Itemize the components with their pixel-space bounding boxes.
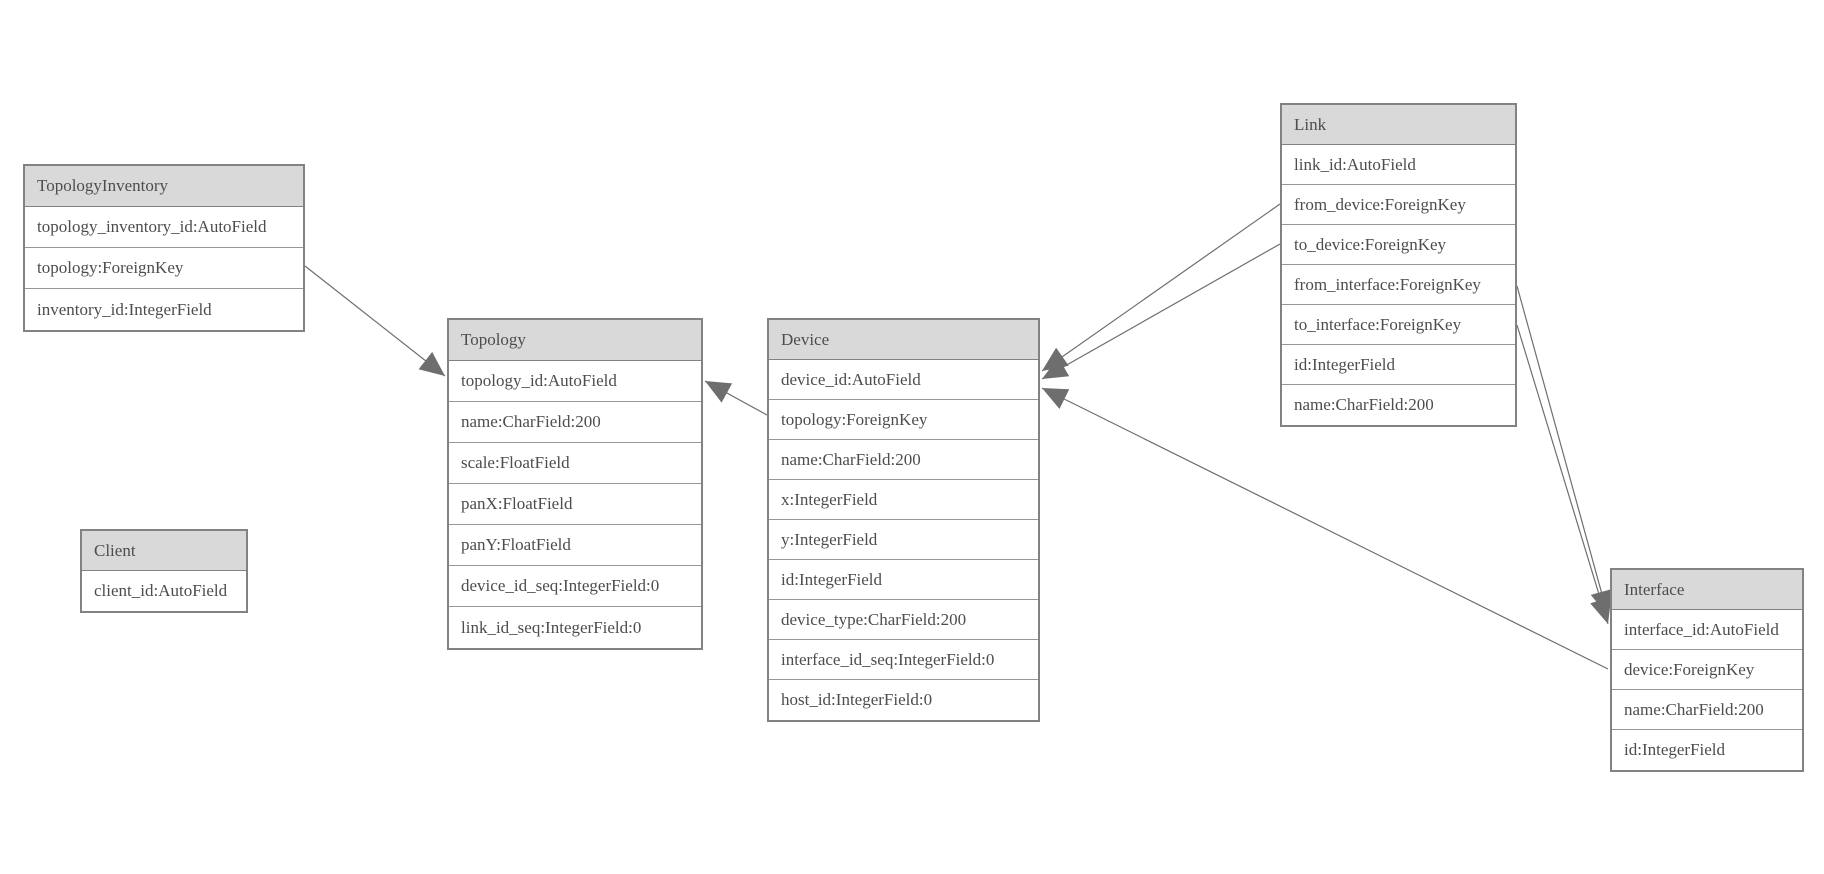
edge-link-from-interface-fk-to-interface	[1516, 285, 1612, 617]
field-row-device: interface_id_seq:IntegerField:0	[769, 640, 1038, 680]
edge-topologyinventory-topology-fk-to-topology	[304, 265, 446, 377]
field-row-topology: panX:FloatField	[449, 484, 701, 525]
field-row-device: id:IntegerField	[769, 560, 1038, 600]
field-row-link: id:IntegerField	[1282, 345, 1515, 385]
field-row-client: client_id:AutoField	[82, 571, 246, 611]
entity-title-topology-inventory: TopologyInventory	[25, 166, 303, 207]
field-row-topology-inventory: topology:ForeignKey	[25, 248, 303, 289]
field-row-device: device_id:AutoField	[769, 360, 1038, 400]
field-row-device: name:CharField:200	[769, 440, 1038, 480]
field-row-topology: panY:FloatField	[449, 525, 701, 566]
field-row-link: to_interface:ForeignKey	[1282, 305, 1515, 345]
edge-link-to-device-fk-to-device	[1041, 243, 1281, 380]
field-row-device: device_type:CharField:200	[769, 600, 1038, 640]
entity-title-link: Link	[1282, 105, 1515, 145]
entity-title-client: Client	[82, 531, 246, 571]
field-row-topology: device_id_seq:IntegerField:0	[449, 566, 701, 607]
edge-device-topology-fk-to-topology	[704, 380, 768, 416]
edge-link-to-interface-fk-to-interface	[1516, 324, 1612, 625]
field-row-interface: name:CharField:200	[1612, 690, 1802, 730]
field-row-device: host_id:IntegerField:0	[769, 680, 1038, 720]
field-row-device: topology:ForeignKey	[769, 400, 1038, 440]
field-row-interface: device:ForeignKey	[1612, 650, 1802, 690]
field-row-topology-inventory: inventory_id:IntegerField	[25, 289, 303, 330]
entity-title-interface: Interface	[1612, 570, 1802, 610]
field-row-device: x:IntegerField	[769, 480, 1038, 520]
edge-interface-device-fk-to-device	[1041, 387, 1609, 670]
edge-link-from-device-fk-to-device	[1041, 203, 1281, 372]
field-row-link: link_id:AutoField	[1282, 145, 1515, 185]
entity-title-topology: Topology	[449, 320, 701, 361]
entity-title-device: Device	[769, 320, 1038, 360]
field-row-topology: scale:FloatField	[449, 443, 701, 484]
field-row-interface: interface_id:AutoField	[1612, 610, 1802, 650]
field-row-interface: id:IntegerField	[1612, 730, 1802, 770]
field-row-topology-inventory: topology_inventory_id:AutoField	[25, 207, 303, 248]
field-row-link: from_interface:ForeignKey	[1282, 265, 1515, 305]
field-row-topology: name:CharField:200	[449, 402, 701, 443]
field-row-topology: topology_id:AutoField	[449, 361, 701, 402]
field-row-link: to_device:ForeignKey	[1282, 225, 1515, 265]
field-row-link: name:CharField:200	[1282, 385, 1515, 425]
field-row-topology: link_id_seq:IntegerField:0	[449, 607, 701, 648]
field-row-device: y:IntegerField	[769, 520, 1038, 560]
field-row-link: from_device:ForeignKey	[1282, 185, 1515, 225]
